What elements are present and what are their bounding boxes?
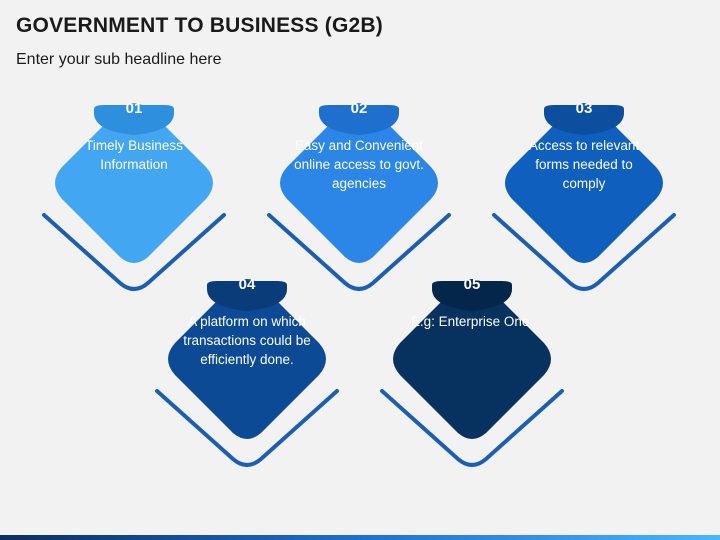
page-subtitle: Enter your sub headline here	[16, 51, 222, 68]
card-01: 01 Timely Business Information	[24, 73, 244, 293]
card-02: 02 Easy and Convenient online access to …	[249, 73, 469, 293]
card-outline	[492, 213, 676, 291]
card-outline	[267, 213, 451, 291]
card-number-tab	[207, 281, 287, 311]
card-number: 01	[125, 100, 143, 117]
card-number-tab	[432, 281, 512, 311]
card-outline	[42, 213, 226, 291]
card-outline	[155, 389, 339, 467]
card-shape	[155, 279, 339, 467]
card-number: 03	[575, 100, 593, 117]
card-04: 04 A platform on which transactions coul…	[137, 249, 357, 469]
card-shape	[380, 279, 564, 467]
card-shape	[42, 103, 226, 291]
card-shape	[492, 103, 676, 291]
card-diamond	[280, 103, 438, 263]
card-outline	[380, 389, 564, 467]
card-text: Timely Business Information	[85, 138, 183, 172]
card-diamond	[505, 103, 663, 263]
card-diamond	[168, 279, 326, 439]
card-number: 04	[238, 276, 256, 293]
card-number: 05	[463, 276, 481, 293]
card-text: Access to relevant forms needed to compl…	[528, 138, 640, 191]
page-title: GOVERNMENT TO BUSINESS (G2B)	[16, 14, 383, 37]
card-number-tab	[544, 105, 624, 135]
card-diamond	[393, 279, 551, 439]
card-text: E.g: Enterprise One.	[410, 314, 534, 329]
card-number-tab	[94, 105, 174, 135]
card-number-tab	[319, 105, 399, 135]
card-number: 02	[350, 100, 368, 117]
card-text: A platform on which transactions could b…	[183, 314, 311, 367]
card-05: 05 E.g: Enterprise One.	[362, 249, 582, 469]
card-text: Easy and Convenient online access to gov…	[294, 138, 424, 191]
bottom-accent-bar	[0, 535, 720, 540]
card-shape	[267, 103, 451, 291]
card-03: 03 Access to relevant forms needed to co…	[474, 73, 694, 293]
card-diamond	[55, 103, 213, 263]
